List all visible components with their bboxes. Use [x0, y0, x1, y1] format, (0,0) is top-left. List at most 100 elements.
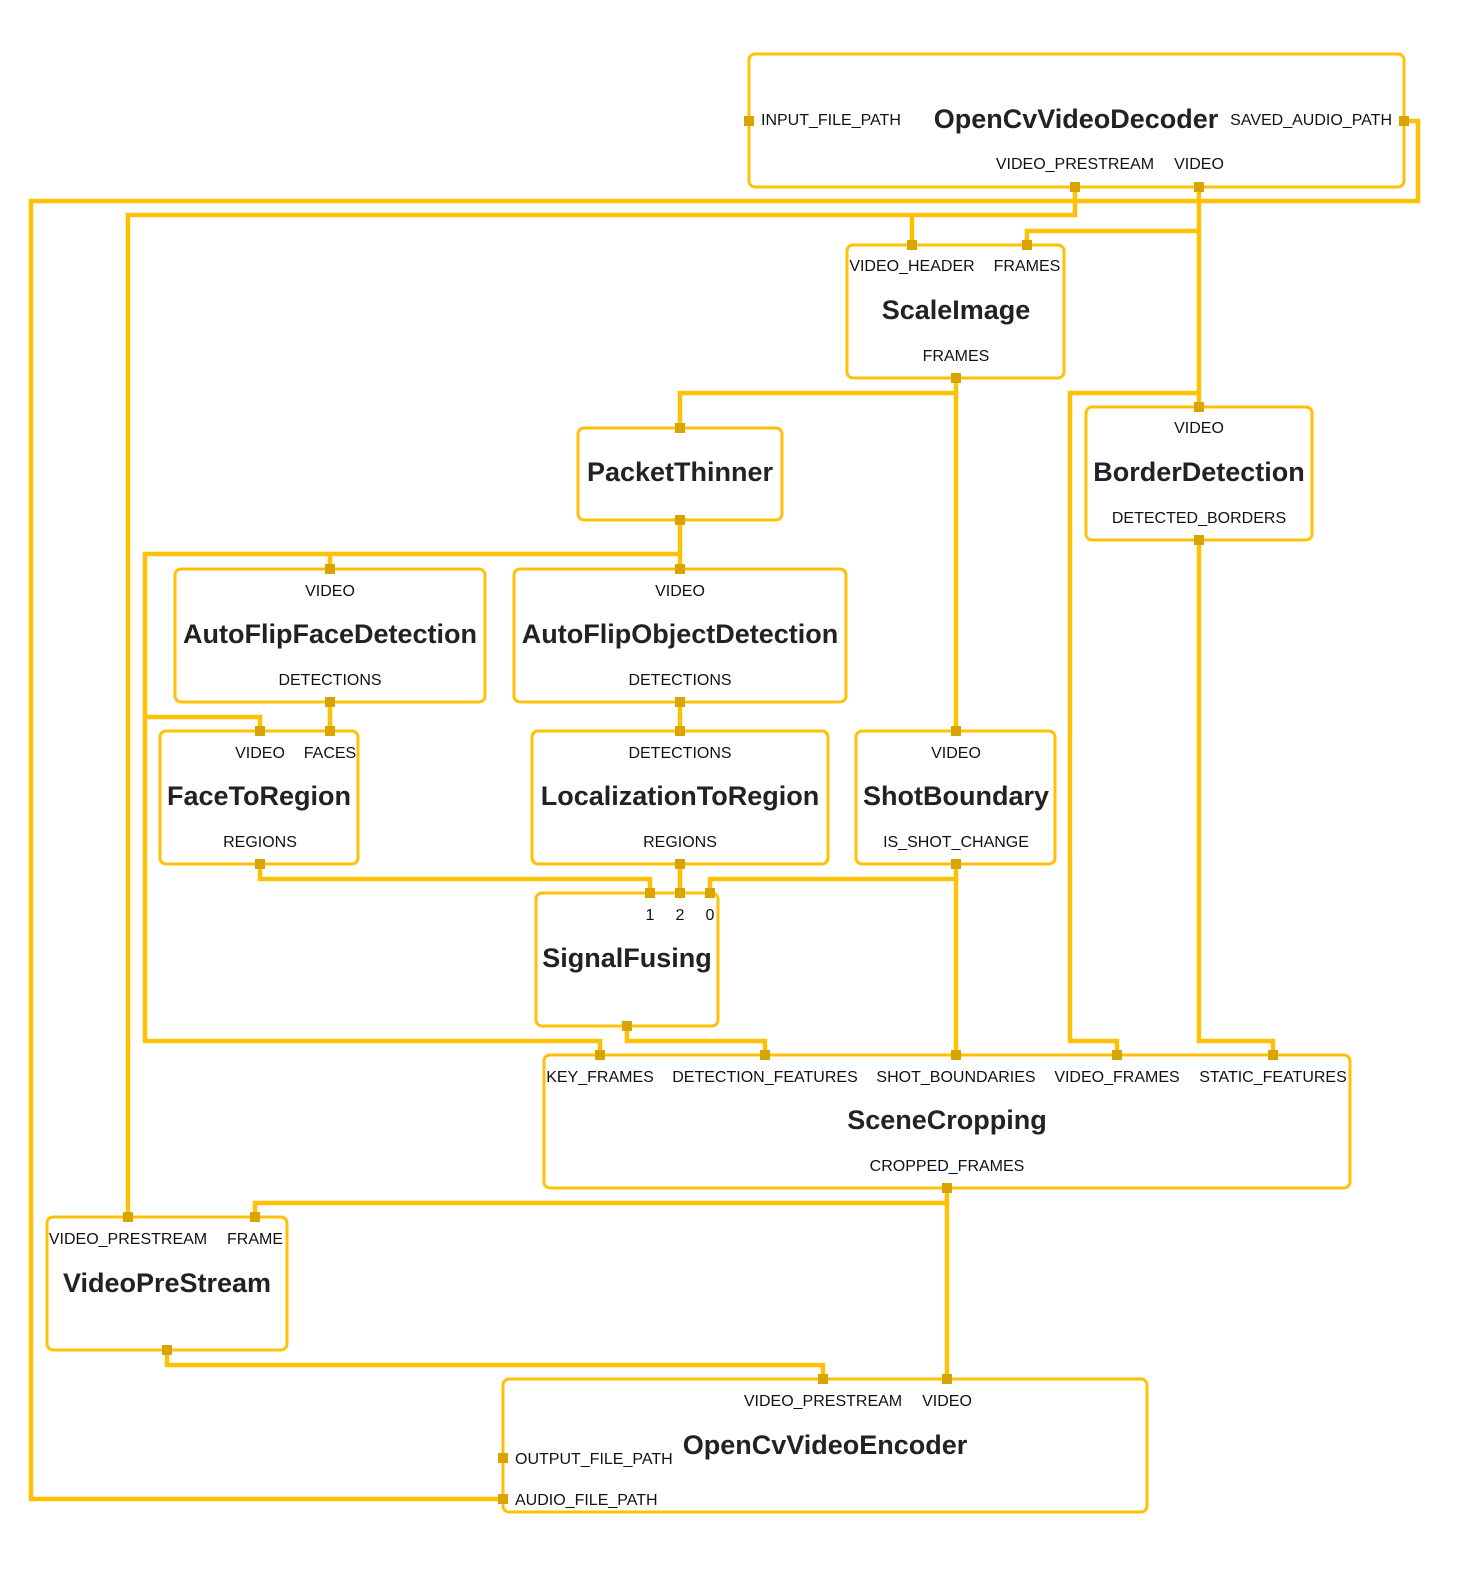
port-label: DETECTIONS — [628, 672, 731, 689]
node-localization-to-region[interactable]: LocalizationToRegion DETECTIONS REGIONS — [530, 729, 830, 866]
svg-text:AutoFlipFaceDetection: AutoFlipFaceDetection — [183, 619, 477, 649]
node-autoflip-face-detection[interactable]: AutoFlipFaceDetection VIDEO DETECTIONS — [173, 567, 487, 704]
edge-shot-to-fusing — [707, 876, 956, 893]
port-square[interactable] — [705, 888, 715, 898]
node-opencv-video-encoder[interactable]: OpenCvVideoEncoder VIDEO_PRESTREAM VIDEO… — [501, 1377, 1149, 1514]
port-label: VIDEO — [922, 1393, 972, 1410]
port-label: DETECTION_FEATURES — [672, 1069, 858, 1086]
port-square[interactable] — [675, 888, 685, 898]
port-label: VIDEO — [655, 583, 705, 600]
port-square[interactable] — [123, 1212, 133, 1222]
port-square[interactable] — [675, 726, 685, 736]
port-square[interactable] — [325, 564, 335, 574]
port-label: REGIONS — [643, 834, 717, 851]
port-label: 2 — [676, 907, 685, 924]
port-label: DETECTED_BORDERS — [1112, 510, 1286, 527]
port-label: KEY_FRAMES — [546, 1069, 654, 1086]
edge-saved-audio-to-audio-file — [28, 118, 1421, 1502]
port-square[interactable] — [1268, 1050, 1278, 1060]
port-square[interactable] — [645, 888, 655, 898]
port-label: VIDEO — [1174, 156, 1224, 173]
node-autoflip-object-detection[interactable]: AutoFlipObjectDetection VIDEO DETECTIONS — [512, 567, 848, 704]
svg-text:FaceToRegion: FaceToRegion — [167, 781, 351, 811]
port-square[interactable] — [250, 1212, 260, 1222]
port-square[interactable] — [622, 1021, 632, 1031]
edge-video-to-video-frames — [1067, 390, 1199, 1055]
port-square[interactable] — [951, 373, 961, 383]
port-square[interactable] — [907, 240, 917, 250]
port-square[interactable] — [744, 116, 754, 126]
port-square[interactable] — [255, 859, 265, 869]
port-square[interactable] — [951, 859, 961, 869]
port-label: DETECTIONS — [278, 672, 381, 689]
port-label: AUDIO_FILE_PATH — [515, 1492, 658, 1509]
port-square[interactable] — [1070, 182, 1080, 192]
edge-fusing-to-detection-features — [624, 1026, 768, 1055]
edge-face-regions-to-fusing — [257, 864, 653, 893]
port-label: OUTPUT_FILE_PATH — [515, 1451, 673, 1468]
port-label: VIDEO — [931, 745, 981, 762]
port-square[interactable] — [1399, 116, 1409, 126]
port-label: 0 — [706, 907, 715, 924]
svg-text:ShotBoundary: ShotBoundary — [863, 781, 1049, 811]
port-square[interactable] — [1112, 1050, 1122, 1060]
node-video-pre-stream[interactable]: VideoPreStream VIDEO_PRESTREAM FRAME — [45, 1215, 289, 1352]
port-label: FRAMES — [923, 348, 990, 365]
port-square[interactable] — [325, 697, 335, 707]
port-label: FRAMES — [994, 258, 1061, 275]
svg-text:SceneCropping: SceneCropping — [847, 1105, 1047, 1135]
port-square[interactable] — [951, 1050, 961, 1060]
port-square[interactable] — [162, 1345, 172, 1355]
port-square[interactable] — [942, 1183, 952, 1193]
port-square[interactable] — [675, 859, 685, 869]
svg-text:SignalFusing: SignalFusing — [542, 943, 712, 973]
node-opencv-video-decoder[interactable]: OpenCvVideoDecoder INPUT_FILE_PATH SAVED… — [747, 52, 1406, 189]
port-square[interactable] — [1194, 535, 1204, 545]
node-shot-boundary[interactable]: ShotBoundary VIDEO IS_SHOT_CHANGE — [854, 729, 1057, 866]
svg-text:BorderDetection: BorderDetection — [1093, 457, 1305, 487]
edge-thinner-to-key-frames — [142, 551, 680, 1055]
node-signal-fusing[interactable]: SignalFusing 1 2 0 — [534, 891, 720, 1028]
svg-text:AutoFlipObjectDetection: AutoFlipObjectDetection — [522, 619, 839, 649]
port-square[interactable] — [1194, 402, 1204, 412]
port-square[interactable] — [498, 1453, 508, 1463]
port-square[interactable] — [675, 423, 685, 433]
port-label: CROPPED_FRAMES — [870, 1158, 1025, 1175]
port-label: VIDEO — [1174, 420, 1224, 437]
port-label: REGIONS — [223, 834, 297, 851]
svg-text:PacketThinner: PacketThinner — [587, 457, 774, 487]
svg-text:LocalizationToRegion: LocalizationToRegion — [541, 781, 820, 811]
port-square[interactable] — [498, 1494, 508, 1504]
port-square[interactable] — [760, 1050, 770, 1060]
port-label: IS_SHOT_CHANGE — [883, 834, 1029, 851]
edge-thinner-to-face2region — [145, 714, 263, 731]
port-square[interactable] — [675, 564, 685, 574]
node-scene-cropping[interactable]: SceneCropping KEY_FRAMES DETECTION_FEATU… — [542, 1053, 1352, 1190]
edge-scale-to-thinner — [677, 390, 956, 428]
port-label: 1 — [646, 907, 655, 924]
port-label: FACES — [304, 745, 356, 762]
node-face-to-region[interactable]: FaceToRegion VIDEO FACES REGIONS — [158, 729, 360, 866]
port-square[interactable] — [1194, 182, 1204, 192]
port-label: SHOT_BOUNDARIES — [876, 1069, 1035, 1086]
port-label: STATIC_FEATURES — [1199, 1069, 1347, 1086]
port-square[interactable] — [942, 1374, 952, 1384]
svg-text:VideoPreStream: VideoPreStream — [63, 1268, 271, 1298]
port-label: VIDEO — [305, 583, 355, 600]
port-square[interactable] — [1022, 240, 1032, 250]
port-square[interactable] — [675, 697, 685, 707]
node-border-detection[interactable]: BorderDetection VIDEO DETECTED_BORDERS — [1084, 405, 1314, 542]
node-scale-image[interactable]: ScaleImage VIDEO_HEADER FRAMES FRAMES — [845, 243, 1066, 380]
node-packet-thinner[interactable]: PacketThinner — [576, 426, 784, 522]
port-square[interactable] — [675, 515, 685, 525]
port-square[interactable] — [325, 726, 335, 736]
port-square[interactable] — [595, 1050, 605, 1060]
port-label: SAVED_AUDIO_PATH — [1230, 112, 1392, 129]
port-square[interactable] — [255, 726, 265, 736]
edge-prestream-to-encoder — [164, 1350, 826, 1379]
port-square[interactable] — [951, 726, 961, 736]
port-label: FRAME — [227, 1231, 283, 1248]
svg-text:ScaleImage: ScaleImage — [882, 295, 1031, 325]
port-square[interactable] — [818, 1374, 828, 1384]
